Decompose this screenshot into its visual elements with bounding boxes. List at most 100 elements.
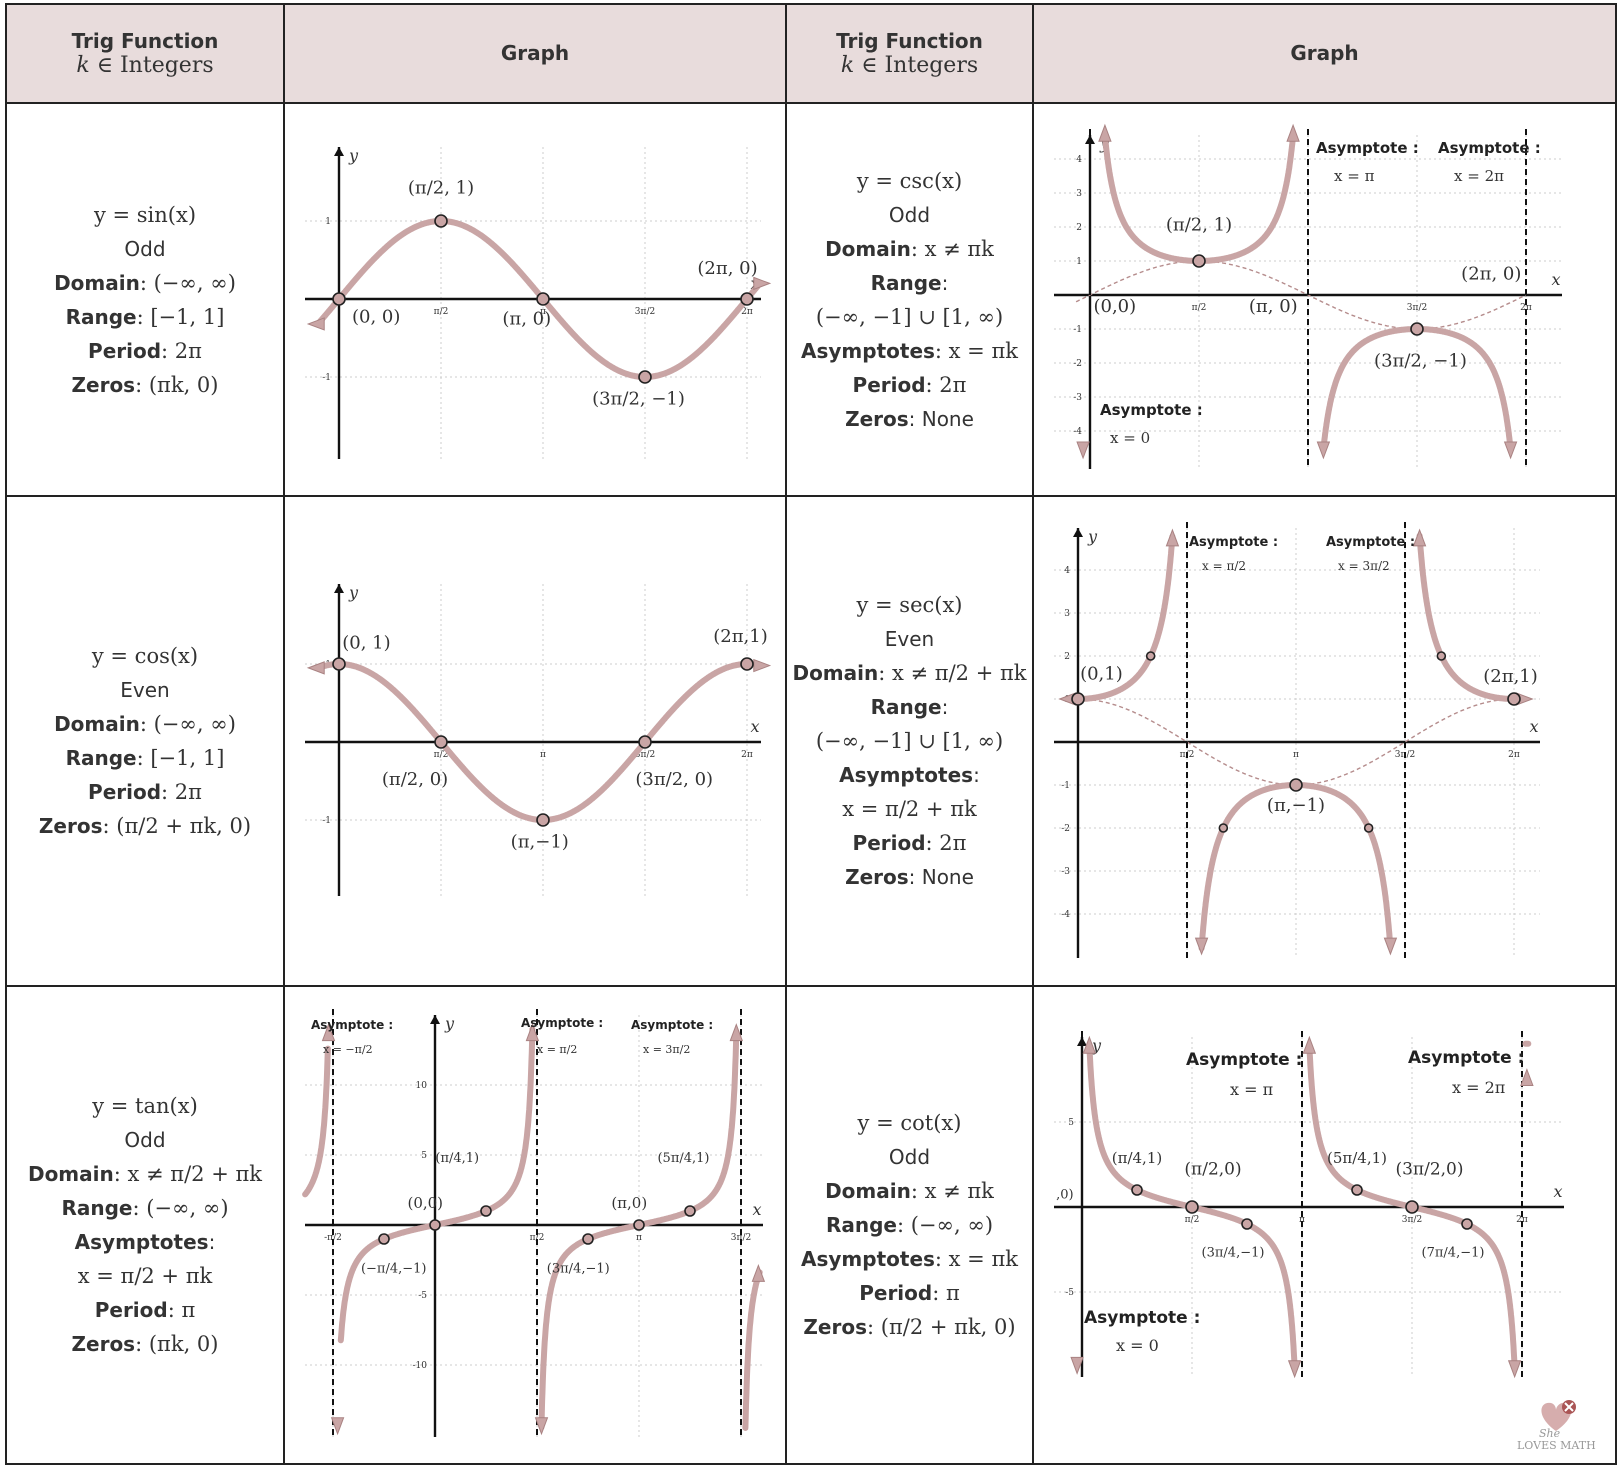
key-point bbox=[1131, 1184, 1143, 1197]
asymptote-label: Asymptote : bbox=[631, 1018, 713, 1032]
header-trig-title: Trig Function bbox=[71, 28, 219, 53]
y-tick-label: 1 bbox=[1076, 257, 1082, 267]
period-value: : 2π bbox=[161, 338, 202, 363]
period-label: Period bbox=[859, 1280, 933, 1305]
period: Period: π bbox=[787, 1276, 1032, 1310]
key-point bbox=[1410, 322, 1424, 336]
fn-formula: y = sin(x) bbox=[93, 202, 197, 227]
x-axis-label: x bbox=[1553, 1182, 1562, 1201]
header-row: Trig Function k ∈ Integers Graph Trig Fu… bbox=[5, 3, 1617, 104]
domain-value: : (−∞, ∞) bbox=[139, 270, 236, 295]
range-colon: : bbox=[941, 270, 949, 295]
key-point bbox=[1363, 823, 1374, 833]
function-curve bbox=[1416, 532, 1524, 703]
key-point bbox=[434, 214, 448, 228]
asymptote-label: x = 0 bbox=[1116, 1336, 1159, 1355]
curve-arrowhead bbox=[1070, 1357, 1084, 1376]
point-label: (−π/4,−1) bbox=[361, 1262, 427, 1277]
y-axis-label: y bbox=[348, 583, 359, 602]
range-label: Range bbox=[870, 695, 942, 720]
function-curve bbox=[302, 1046, 331, 1198]
asymptote-label: Asymptote : bbox=[1316, 139, 1419, 157]
asymptote-label: Asymptote : bbox=[1438, 139, 1541, 157]
x-tick-label: 2π bbox=[1516, 1215, 1528, 1225]
point-label: (0,0) bbox=[1093, 296, 1136, 317]
x-axis-label: x bbox=[1529, 717, 1538, 736]
point-label: (2π,1) bbox=[713, 626, 768, 647]
header-trig-title: Trig Function bbox=[836, 28, 983, 53]
curve-arrowhead bbox=[1194, 937, 1209, 956]
x-tick-label: 2π bbox=[741, 750, 753, 760]
header-graph-1: Graph bbox=[283, 3, 787, 104]
asymptote-label: x = 3π/2 bbox=[1338, 559, 1390, 573]
point-label: ,0) bbox=[1056, 1188, 1073, 1203]
point-label: (π, 0) bbox=[1249, 296, 1298, 317]
curve-arrowhead bbox=[1286, 123, 1300, 142]
x-tick-label: 3π/2 bbox=[635, 750, 655, 760]
key-point bbox=[684, 1205, 696, 1218]
domain-label: Domain bbox=[825, 236, 911, 261]
y-tick-label: -1 bbox=[1073, 325, 1082, 335]
curve-arrowhead bbox=[751, 1264, 766, 1283]
point-label: (2π, 0) bbox=[1461, 264, 1521, 285]
asymptotes: Asymptotes: bbox=[787, 758, 1032, 792]
domain: Domain: x ≠ π/2 + πk bbox=[787, 656, 1032, 690]
asymptotes-value: x = π/2 + πk bbox=[842, 797, 977, 822]
zeros-label: Zeros bbox=[845, 406, 909, 431]
key-point bbox=[1185, 1200, 1199, 1215]
y-axis-arrow bbox=[430, 1015, 440, 1025]
y-tick-label: -5 bbox=[418, 1291, 427, 1301]
zeros: Zeros: (πk, 0) bbox=[7, 368, 283, 402]
point-label: (2π,1) bbox=[1483, 666, 1538, 687]
trig-functions-table: Trig Function k ∈ Integers Graph Trig Fu… bbox=[5, 3, 1617, 1466]
x-tick-label: 3π/2 bbox=[1402, 1215, 1422, 1225]
asymptote-label: x = 2π bbox=[1454, 167, 1504, 185]
y-axis-arrow bbox=[334, 147, 344, 157]
curve-arrowhead bbox=[1082, 1036, 1097, 1055]
key-point bbox=[1351, 1184, 1363, 1197]
range-value: : [−1, 1] bbox=[136, 746, 225, 771]
domain: Domain: x ≠ πk bbox=[787, 1174, 1032, 1208]
curve-arrowhead bbox=[1503, 441, 1518, 460]
asymptotes-value: : x = πk bbox=[934, 338, 1018, 363]
function-curve bbox=[1101, 132, 1296, 265]
x-tick-label: π/2 bbox=[1185, 1215, 1200, 1225]
y-tick-label: 1 bbox=[325, 217, 331, 227]
asymptotes: Asymptotes: x = πk bbox=[787, 334, 1032, 368]
y-axis-label: y bbox=[1091, 1036, 1102, 1055]
zeros: Zeros: (π/2 + πk, 0) bbox=[787, 1310, 1032, 1344]
y-tick-label: 5 bbox=[421, 1151, 427, 1161]
header-integers: ∈ Integers bbox=[89, 52, 214, 78]
domain-label: Domain bbox=[54, 270, 140, 295]
key-point bbox=[429, 1219, 441, 1232]
key-point bbox=[740, 657, 754, 671]
asymptote-label: Asymptote : bbox=[311, 1018, 393, 1032]
y-tick-label: -5 bbox=[1065, 1288, 1074, 1298]
header-integers: ∈ Integers bbox=[854, 52, 979, 78]
key-point bbox=[536, 813, 550, 827]
curve-arrowhead bbox=[1076, 441, 1090, 460]
curve-arrowhead bbox=[753, 276, 772, 291]
y-tick-label: 4 bbox=[1076, 155, 1082, 165]
y-tick-label: -2 bbox=[1061, 824, 1070, 834]
period-label: Period bbox=[88, 780, 162, 805]
domain: Domain: (−∞, ∞) bbox=[7, 266, 283, 300]
point-label: (π,0) bbox=[611, 1195, 647, 1213]
domain-label: Domain bbox=[27, 1161, 114, 1186]
curve-arrowhead bbox=[1302, 1036, 1317, 1055]
domain-value: : x ≠ πk bbox=[910, 236, 994, 261]
range-colon: : bbox=[941, 695, 949, 720]
y-tick-label: -3 bbox=[1061, 867, 1070, 877]
asymptote-label: Asymptote : bbox=[1084, 1308, 1200, 1328]
period-value: : 2π bbox=[925, 372, 967, 397]
cos-info: y = cos(x) Even Domain: (−∞, ∞) Range: [… bbox=[5, 495, 285, 987]
x-tick-label: π bbox=[1293, 750, 1299, 760]
range-label: Range bbox=[65, 304, 137, 329]
period: Period: 2π bbox=[787, 368, 1032, 402]
key-point bbox=[1192, 254, 1206, 268]
parity: Odd bbox=[888, 202, 931, 227]
domain-value: : x ≠ πk bbox=[910, 1178, 994, 1203]
